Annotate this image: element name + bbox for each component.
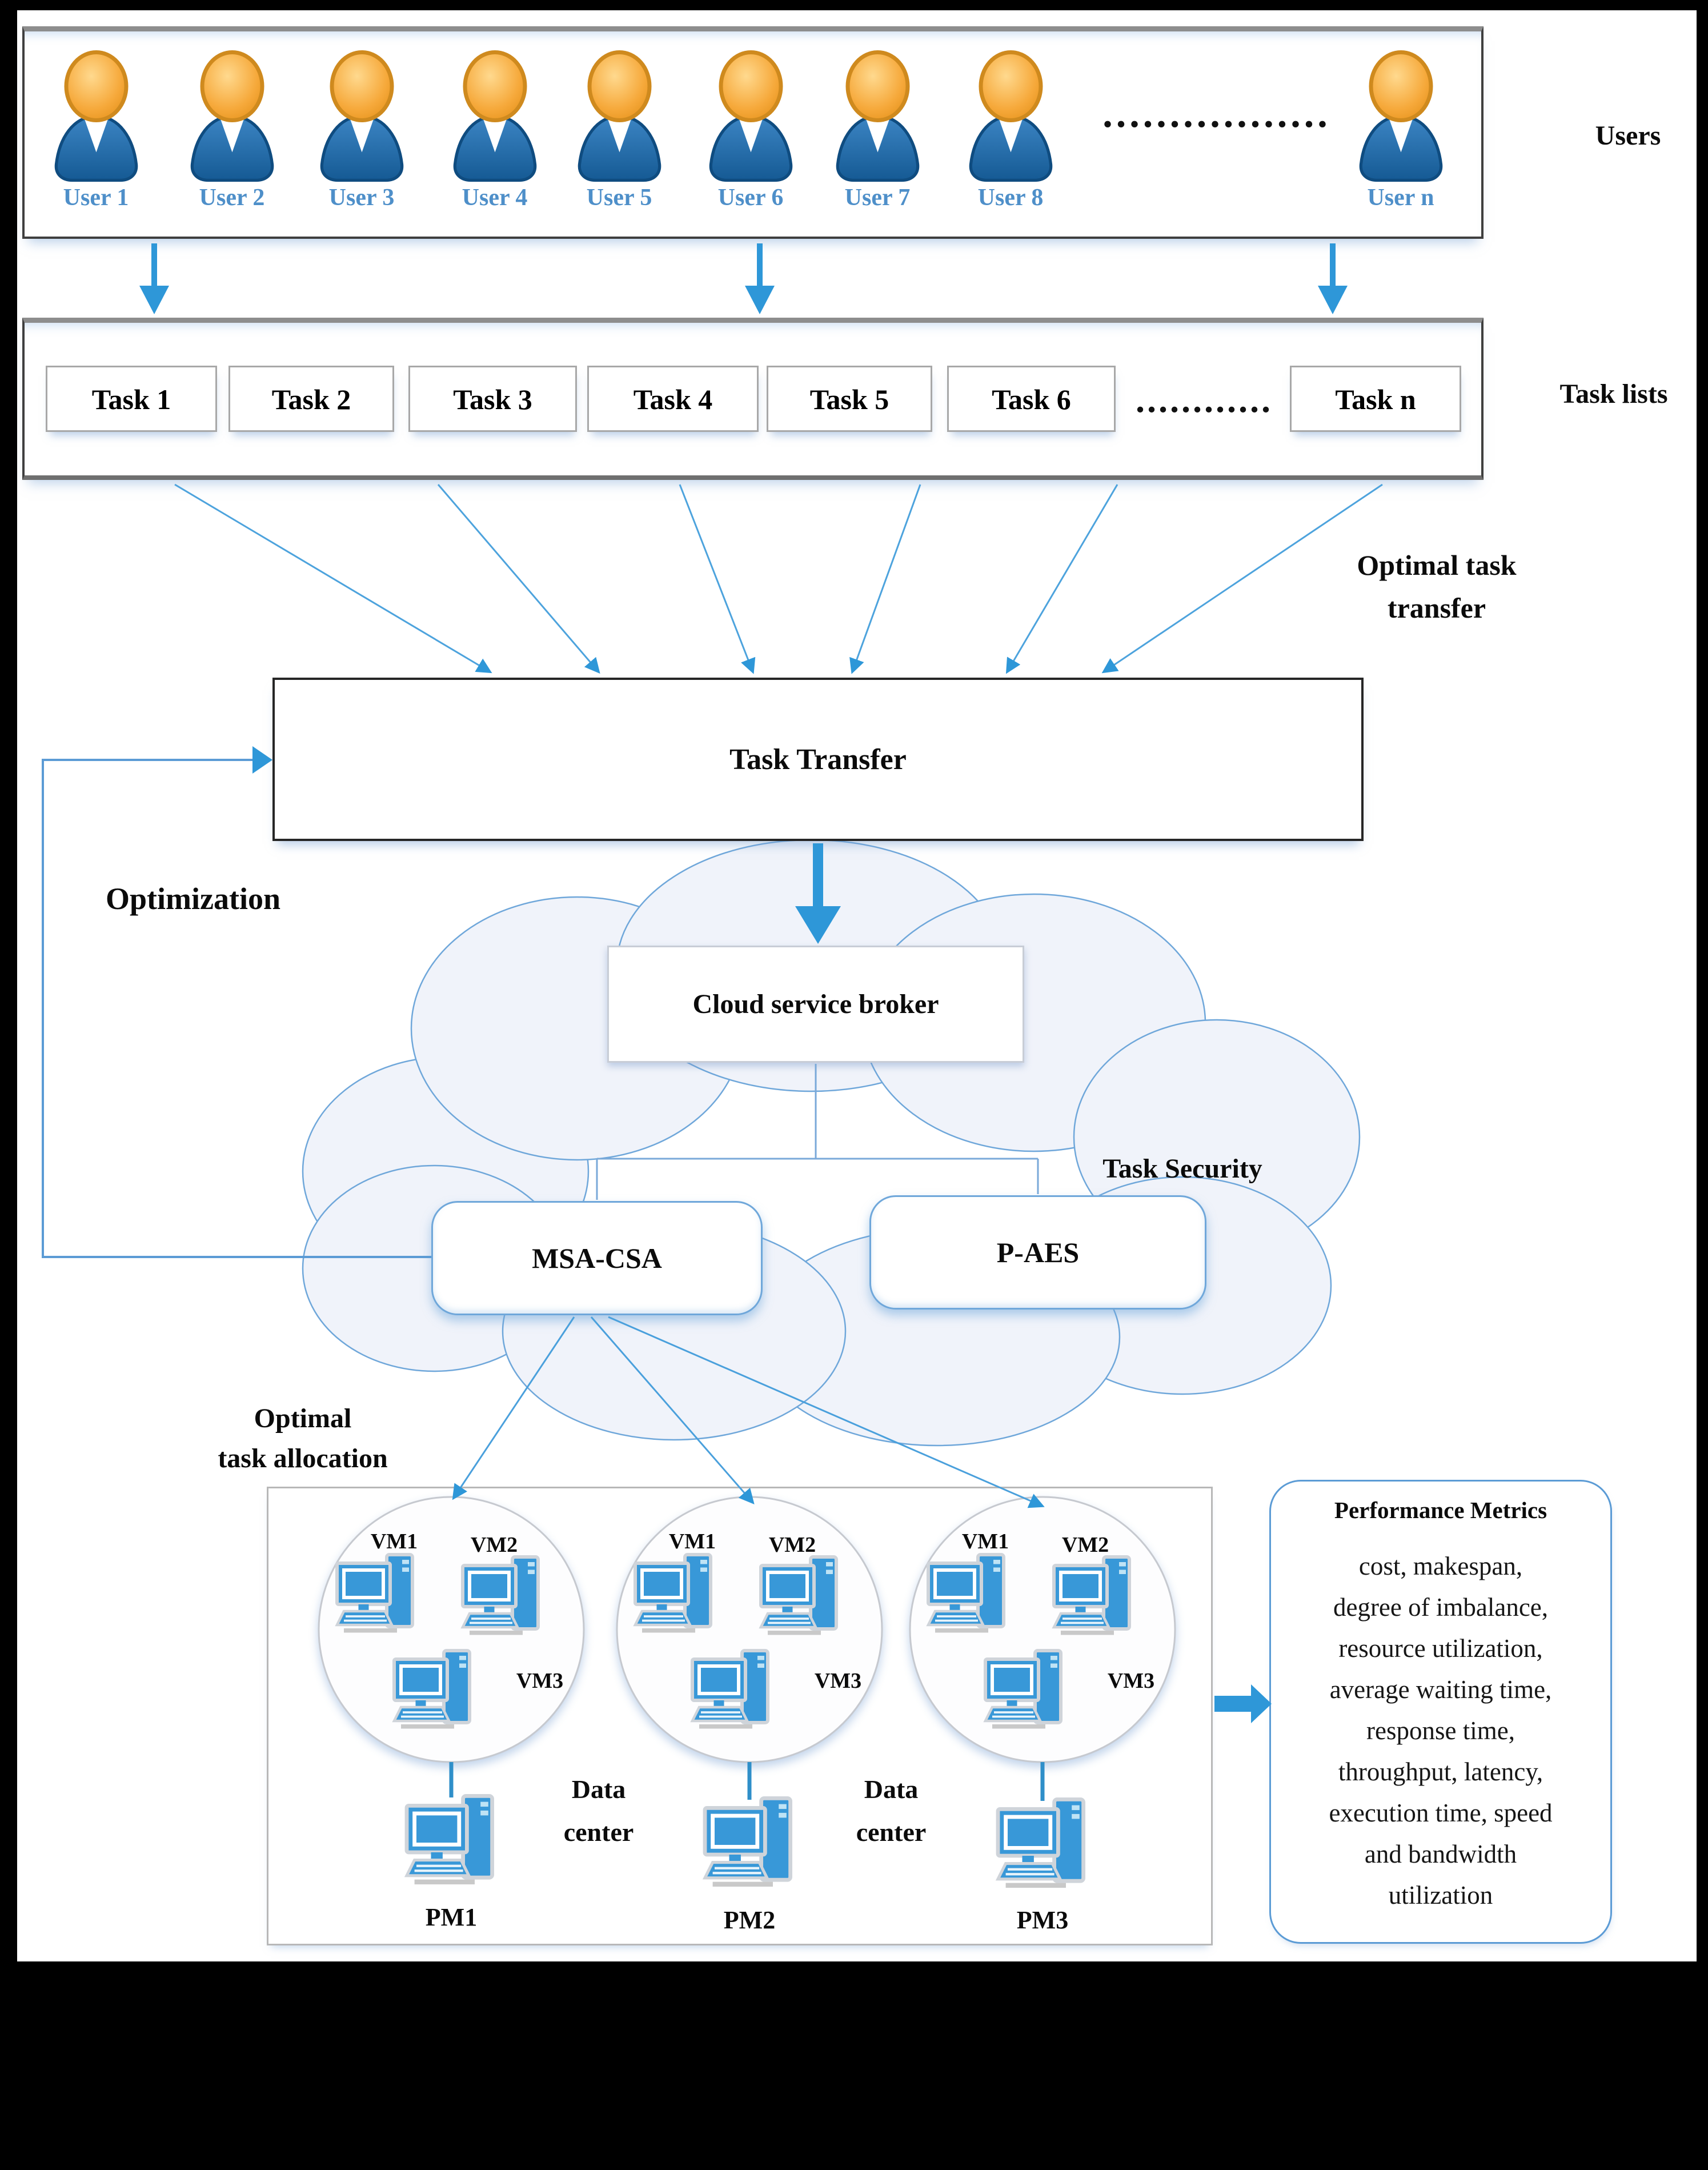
task-item-4: Task 4 — [587, 366, 759, 432]
msa-csa-label: MSA-CSA — [532, 1242, 662, 1274]
cloud-service-broker-box: Cloud service broker — [607, 946, 1024, 1063]
pm2-label: PM2 — [723, 1906, 776, 1934]
task-transfer-label: Task Transfer — [729, 743, 907, 776]
task-item-2: Task 2 — [228, 366, 394, 432]
pm3-label: PM3 — [1016, 1906, 1069, 1934]
task-item-3: Task 3 — [408, 366, 577, 432]
user-3-label: User 3 — [328, 185, 395, 211]
performance-metrics-box: Performance Metrics cost, makespan, degr… — [1269, 1480, 1612, 1944]
cloud-service-broker-label: Cloud service broker — [692, 989, 939, 1019]
p-aes-label: P-AES — [996, 1236, 1080, 1268]
task-item-n: Task n — [1290, 366, 1461, 432]
user-1-label: User 1 — [63, 185, 129, 211]
task-item-6: Task 6 — [947, 366, 1116, 432]
metric-line: resource utilization, — [1338, 1634, 1543, 1663]
optimization-label: Optimization — [106, 882, 280, 916]
dc1-vm3-label: VM3 — [516, 1669, 564, 1693]
dc2-vm2-label: VM2 — [768, 1533, 816, 1557]
optimal-task-allocation-label-line1: Optimal — [254, 1403, 352, 1434]
user-n-label: User n — [1367, 185, 1434, 211]
p-aes-box: P-AES — [869, 1195, 1206, 1310]
optimal-task-transfer-label-line2: transfer — [1387, 592, 1486, 624]
optimal-task-transfer-label-line1: Optimal task — [1357, 549, 1517, 581]
users-ellipsis: ................. — [1102, 92, 1331, 136]
user-5-label: User 5 — [586, 185, 652, 211]
users-section-label: Users — [1595, 121, 1661, 151]
task-security-label: Task Security — [1102, 1154, 1262, 1184]
user-4-label: User 4 — [462, 185, 528, 211]
metric-line: average waiting time, — [1329, 1675, 1552, 1704]
task-transfer-box: Task Transfer — [272, 678, 1364, 841]
user-8-label: User 8 — [977, 185, 1044, 211]
dc2-vm3-label: VM3 — [814, 1669, 862, 1693]
user-6-label: User 6 — [717, 185, 784, 211]
dc3-vm3-label: VM3 — [1107, 1669, 1155, 1693]
metric-line: execution time, speed — [1329, 1799, 1553, 1827]
user-7-label: User 7 — [844, 185, 911, 211]
metric-line: degree of imbalance, — [1333, 1593, 1549, 1622]
datacenter-label-1-line1: Data — [571, 1775, 626, 1804]
datacenter-label-1-line2: center — [563, 1817, 634, 1847]
dc1-vm1-label: VM1 — [370, 1530, 418, 1554]
user-2-label: User 2 — [199, 185, 265, 211]
datacenter-label-2-line1: Data — [864, 1775, 919, 1804]
metric-line: utilization — [1388, 1881, 1493, 1909]
metric-line: and bandwidth — [1364, 1840, 1517, 1868]
performance-metrics-title: Performance Metrics — [1334, 1497, 1547, 1523]
dc1-vm2-label: VM2 — [470, 1533, 518, 1557]
dc3-vm2-label: VM2 — [1061, 1533, 1109, 1557]
datacenter-label-2-line2: center — [856, 1817, 927, 1847]
metric-line: throughput, latency, — [1338, 1757, 1543, 1786]
metric-line: cost, makespan, — [1358, 1552, 1523, 1580]
task-item-5: Task 5 — [767, 366, 932, 432]
dc2-vm1-label: VM1 — [668, 1530, 716, 1554]
msa-csa-box: MSA-CSA — [431, 1201, 763, 1315]
task-item-1: Task 1 — [46, 366, 217, 432]
performance-metrics-text: cost, makespan, degree of imbalance, res… — [1271, 1546, 1610, 1916]
tasks-ellipsis: ............ — [1136, 379, 1273, 420]
dc3-vm1-label: VM1 — [961, 1530, 1009, 1554]
metric-line: response time, — [1366, 1716, 1515, 1745]
task-lists-label: Task lists — [1559, 379, 1668, 409]
pm1-label: PM1 — [425, 1903, 478, 1931]
optimal-task-allocation-label-line2: task allocation — [218, 1443, 388, 1474]
